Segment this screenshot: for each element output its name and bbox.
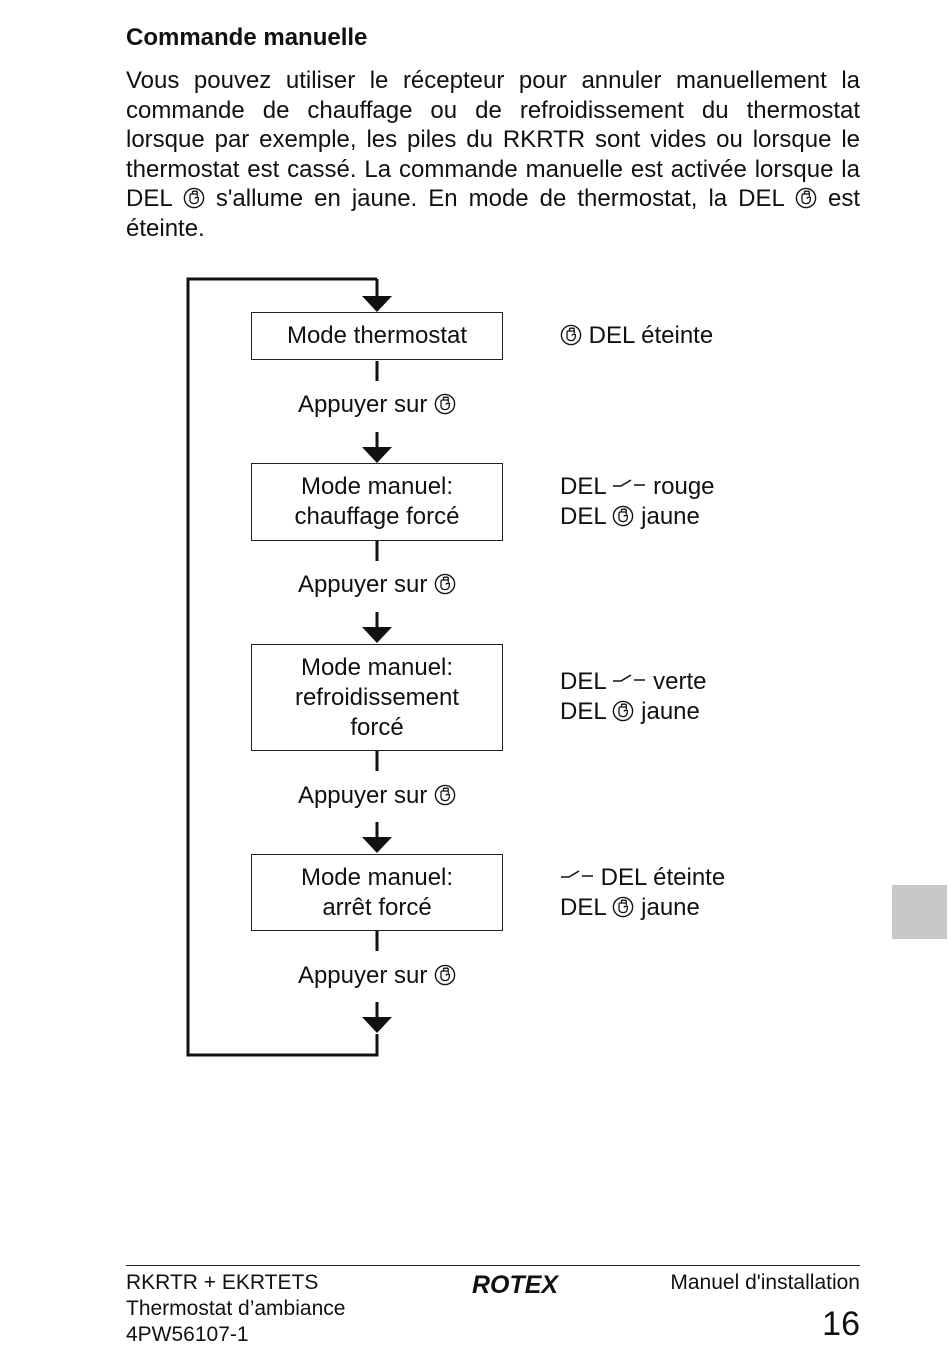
status-text: DEL	[560, 668, 606, 695]
chapter-tab	[892, 885, 947, 939]
footer-manual: Manuel d'installation	[670, 1271, 860, 1294]
status-text: jaune	[641, 894, 700, 921]
mode-line: Mode thermostat	[286, 322, 468, 349]
intro-text-1: Vous pouvez utiliser le récepteur pour a…	[126, 67, 860, 212]
status-off: DEL éteinte DEL jaune	[560, 863, 725, 923]
hand-press-icon	[434, 573, 456, 595]
hand-press-icon	[612, 700, 634, 722]
press-label: Appuyer sur	[297, 782, 428, 809]
mode-line: refroidissement	[294, 683, 460, 711]
arrow-head	[362, 837, 392, 853]
status-text: DEL	[560, 503, 606, 530]
hand-press-icon	[612, 896, 634, 918]
mode-line: Mode manuel:	[300, 473, 454, 500]
status-text: jaune	[641, 698, 700, 725]
status-thermostat: DEL éteinte	[560, 321, 713, 351]
press-step: Appuyer sur	[251, 571, 503, 599]
status-cooling: DEL verte DEL jaune	[560, 667, 707, 727]
logo-text: ROTEX	[472, 1271, 559, 1298]
intro-text-3: est éteinte.	[126, 185, 860, 242]
arrow-head	[362, 296, 392, 312]
intro-text-2: s'allume en jaune. En mode de thermostat…	[215, 185, 784, 212]
arrow-head	[362, 627, 392, 643]
status-text: verte	[653, 668, 707, 695]
footer-code: 4PW56107-1	[126, 1323, 249, 1346]
page-number: 16	[822, 1305, 860, 1343]
press-step: Appuyer sur	[251, 782, 503, 810]
mode-line: Mode manuel:	[300, 863, 454, 891]
press-step: Appuyer sur	[251, 391, 503, 419]
mode-line: chauffage forcé	[294, 503, 460, 530]
switch-contact-icon	[612, 476, 646, 490]
loop-line	[186, 277, 379, 1057]
hand-press-icon	[434, 393, 456, 415]
mode-line: Mode manuel:	[300, 653, 454, 681]
hand-press-icon	[612, 505, 634, 527]
arrow-head	[362, 1017, 392, 1033]
intro-paragraph: Vous pouvez utiliser le récepteur pour a…	[126, 66, 860, 243]
switch-contact-icon	[612, 671, 646, 685]
status-text: DEL éteinte	[600, 864, 726, 891]
hand-press-icon	[560, 324, 582, 346]
status-text: jaune	[641, 503, 700, 530]
press-label: Appuyer sur	[297, 571, 428, 598]
switch-contact-icon	[560, 867, 594, 881]
mode-box-heating: Mode manuel: chauffage forcé	[251, 463, 503, 541]
section-heading: Commande manuelle	[126, 24, 368, 51]
footer-product: RKRTR + EKRTETS	[126, 1271, 319, 1294]
press-label: Appuyer sur	[297, 962, 428, 989]
rotex-logo: ROTEX	[470, 1270, 560, 1303]
mode-box-thermostat: Mode thermostat	[251, 312, 503, 360]
press-step: Appuyer sur	[251, 962, 503, 990]
status-text: DEL	[560, 894, 606, 921]
arrow-head	[362, 447, 392, 463]
mode-box-off: Mode manuel: arrêt forcé	[251, 854, 503, 931]
status-text: rouge	[653, 473, 715, 500]
hand-press-icon	[434, 784, 456, 806]
status-text: DEL	[560, 473, 606, 500]
mode-box-cooling: Mode manuel: refroidissement forcé	[251, 644, 503, 751]
hand-press-icon	[434, 964, 456, 986]
status-heating: DEL rouge DEL jaune	[560, 472, 715, 532]
status-text: DEL éteinte	[588, 322, 714, 349]
mode-line: forcé	[350, 713, 404, 741]
mode-line: arrêt forcé	[322, 893, 432, 921]
press-label: Appuyer sur	[297, 391, 428, 418]
footer-divider	[126, 1265, 860, 1266]
status-text: DEL	[560, 698, 606, 725]
footer-subtitle: Thermostat d’ambiance	[126, 1297, 346, 1320]
